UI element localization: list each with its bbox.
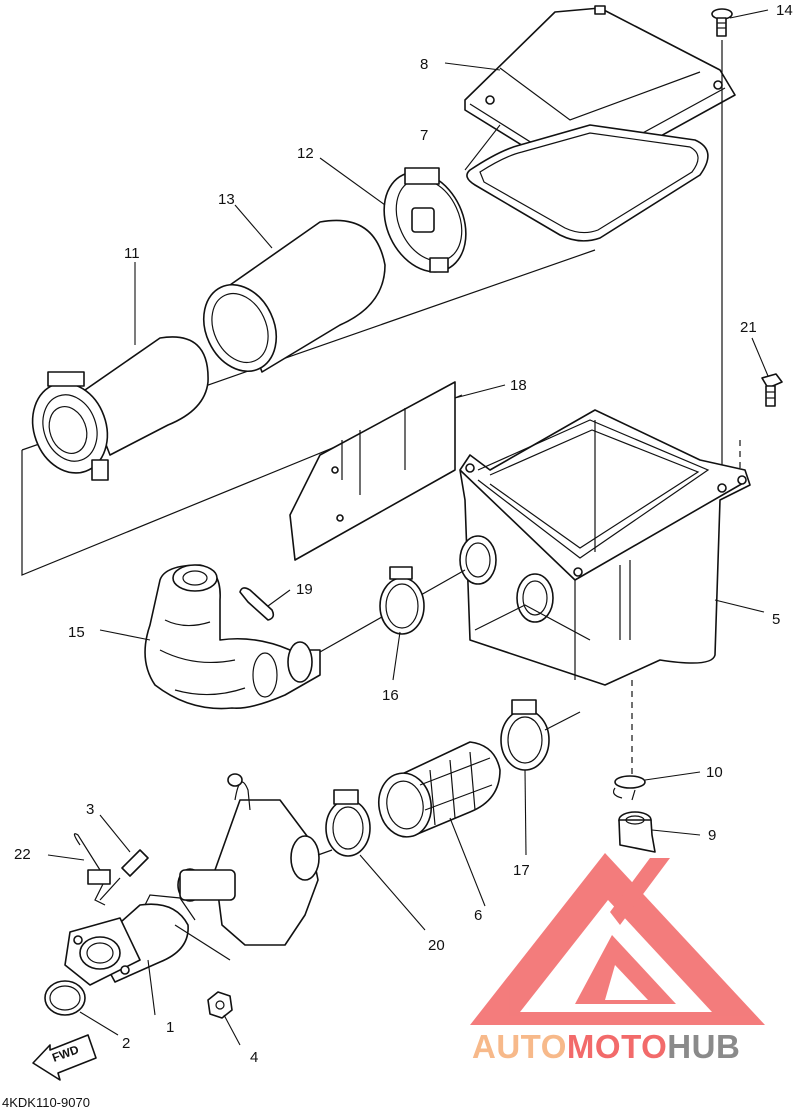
callout-11: 11 (124, 245, 140, 262)
part-19-hose-joint (239, 587, 275, 621)
part-18-sheet (289, 381, 456, 561)
callout-3: 3 (86, 801, 94, 818)
callout-14: 14 (776, 2, 793, 19)
part-1-carburetor-joint (64, 894, 231, 986)
callout-20: 20 (428, 937, 445, 954)
part-20-clamp (325, 789, 371, 857)
watermark-text: AUTOMOTOHUB (472, 1028, 740, 1065)
callout-19: 19 (296, 581, 313, 598)
callout-16: 16 (382, 687, 399, 704)
carburetor (177, 773, 333, 946)
part-15-breather-hose (144, 564, 466, 710)
part-10-clip (612, 680, 646, 801)
callout-10: 10 (706, 764, 723, 781)
part-17-clamp (500, 699, 581, 771)
callout-1: 1 (166, 1019, 174, 1036)
callout-15: 15 (68, 624, 85, 641)
part-22-clip (73, 833, 111, 906)
part-11-filter-guide (31, 336, 209, 481)
watermark-text-auto: AUTO (472, 1028, 567, 1065)
callout-4: 4 (250, 1049, 258, 1066)
callout-2: 2 (122, 1035, 130, 1052)
diagram-code: 4KDK110-9070 (2, 1095, 90, 1109)
part-2-o-ring (44, 980, 86, 1016)
part-9-drain-cap (618, 811, 656, 853)
leader-lines (47, 9, 769, 1046)
part-6-joint (377, 741, 501, 838)
callout-8: 8 (420, 56, 428, 73)
watermark-logo (470, 853, 765, 1025)
callout-7: 7 (420, 127, 428, 144)
part-4-nut (207, 991, 233, 1019)
part-13-filter-element (202, 219, 386, 373)
callout-numbers: 1 2 3 4 5 6 7 8 9 10 11 12 13 14 15 16 1… (14, 2, 793, 1066)
part-14-screw (711, 8, 733, 488)
callout-5: 5 (772, 611, 780, 628)
callout-17: 17 (513, 862, 530, 879)
callout-6: 6 (474, 907, 482, 924)
callout-9: 9 (708, 827, 716, 844)
callout-13: 13 (218, 191, 235, 208)
watermark-text-moto: MOTO (567, 1028, 667, 1065)
part-12-filter-cap (383, 167, 467, 273)
callout-22: 22 (14, 846, 31, 863)
part-3-pilot-screw (99, 849, 149, 901)
part-16-clamp (379, 566, 425, 635)
callout-18: 18 (510, 377, 527, 394)
part-5-air-box (459, 409, 751, 686)
part-7-gasket (466, 124, 709, 242)
callout-12: 12 (297, 145, 314, 162)
callout-21: 21 (740, 319, 757, 336)
part-21-bolt (761, 373, 783, 407)
watermark-text-hub: HUB (667, 1028, 740, 1065)
fwd-arrow: FWD (32, 1034, 97, 1081)
